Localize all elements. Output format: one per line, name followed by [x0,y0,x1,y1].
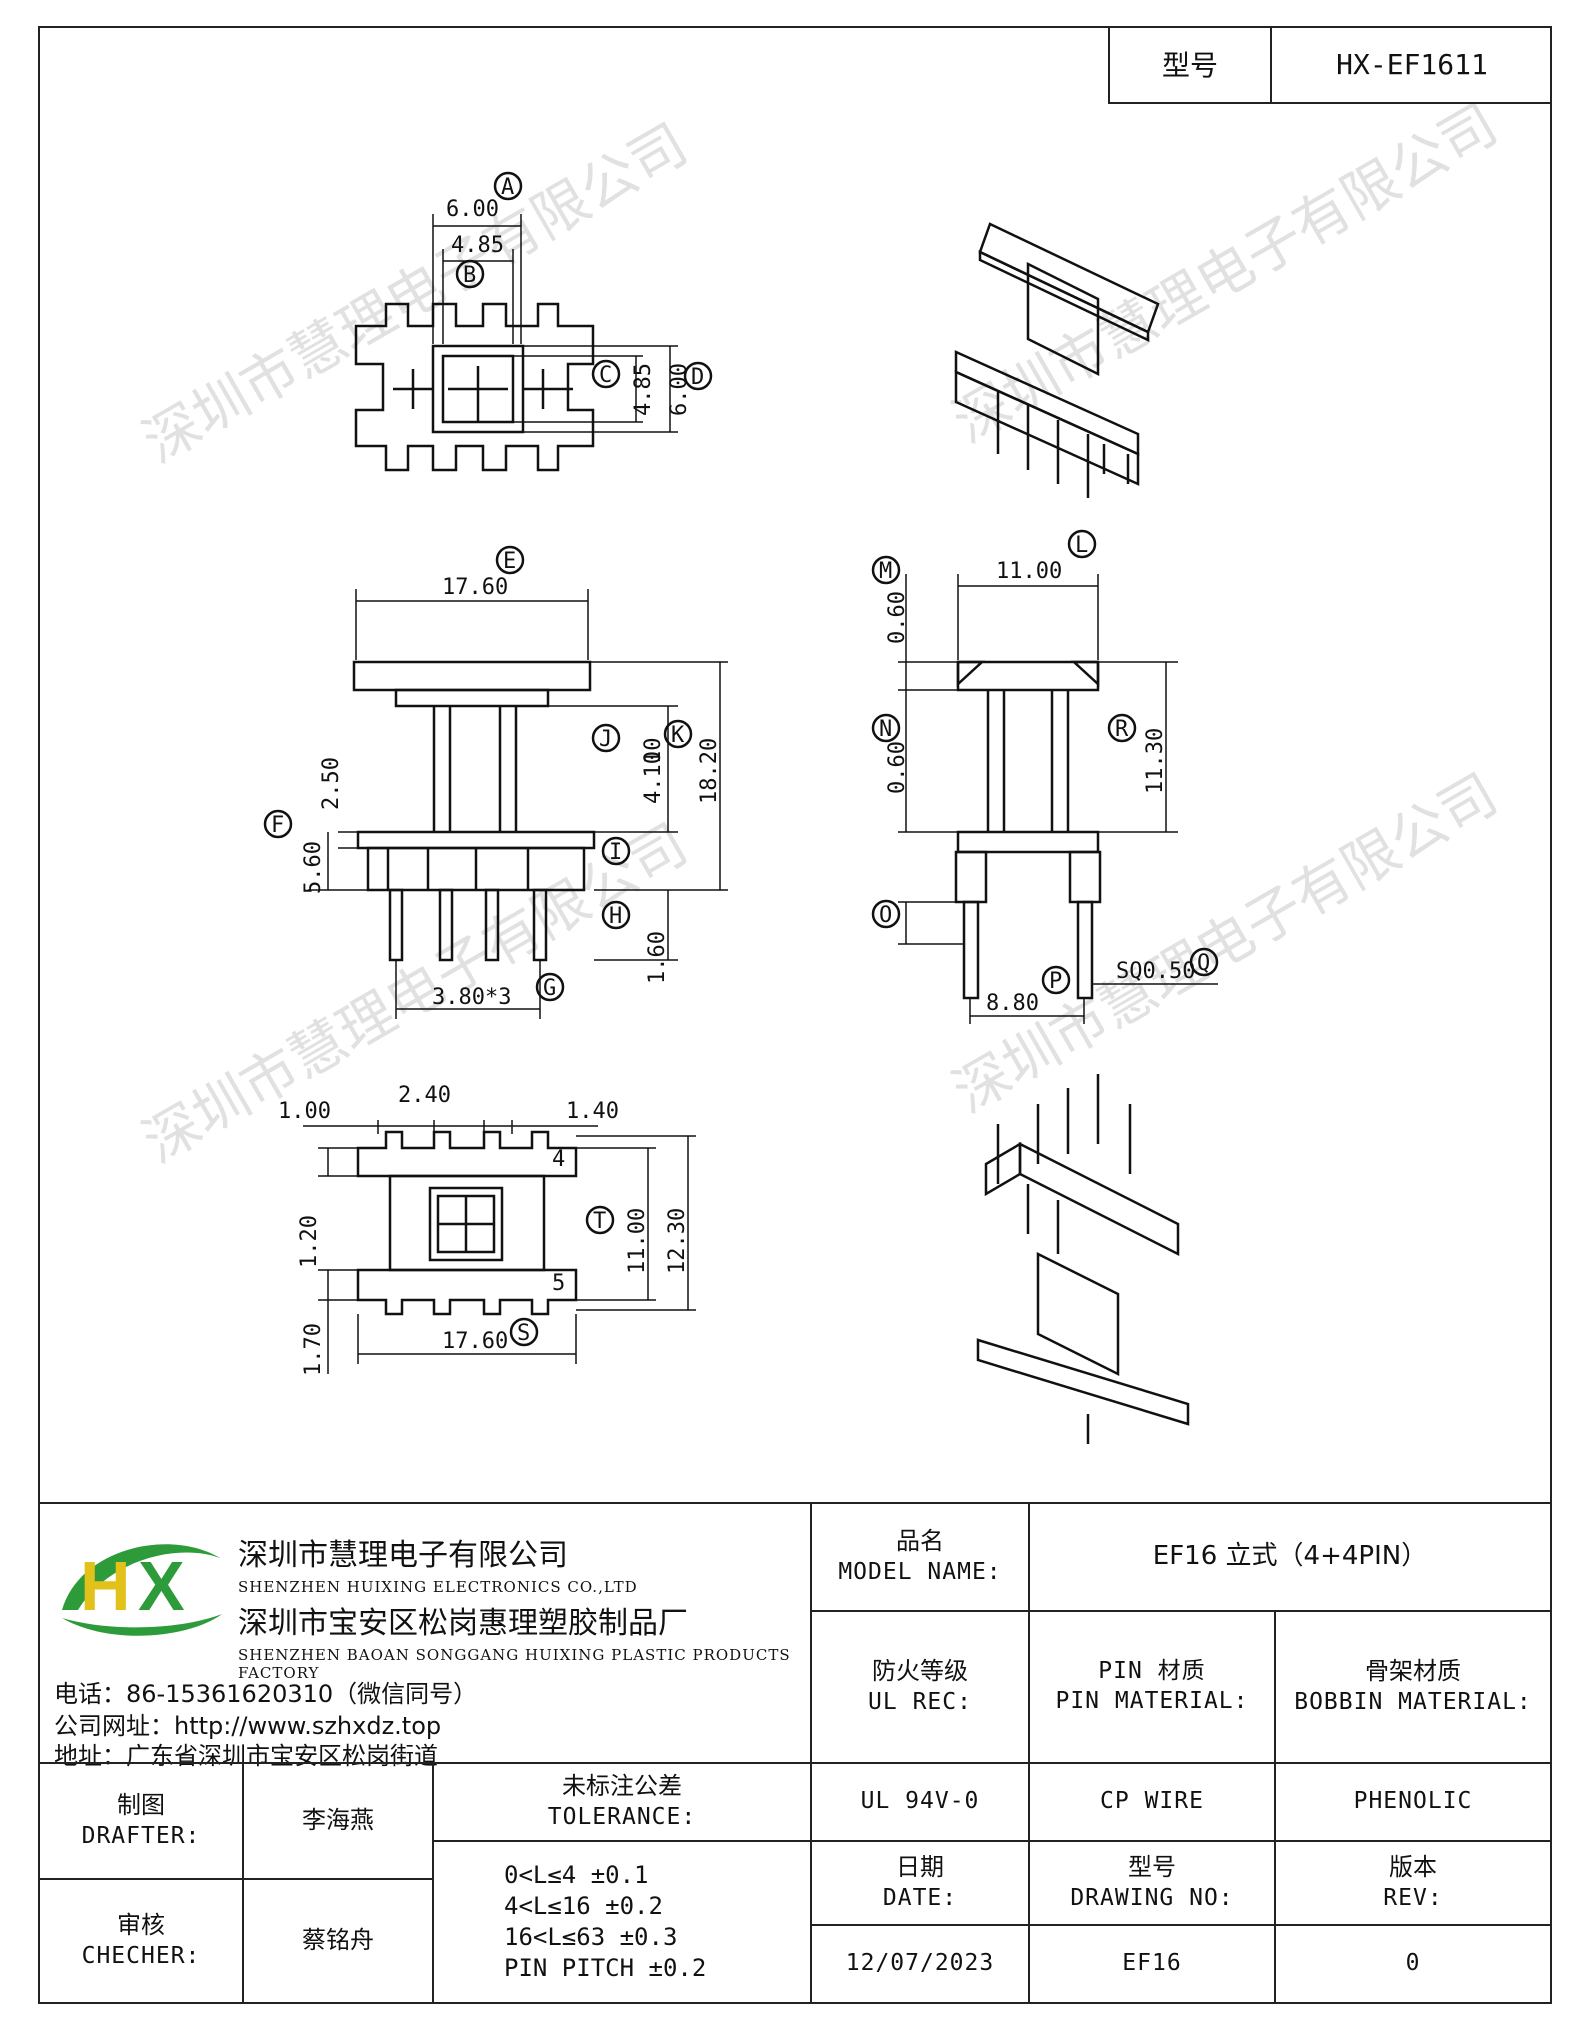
tolerance-line-3: 16<L≤63 ±0.3 [504,1923,678,1951]
company-name-en: SHENZHEN HUIXING ELECTRONICS CO.,LTD [238,1578,638,1596]
dim-front-inner: 4.10 [641,751,666,804]
watermark-4: 深圳市慧理电子有限公司 [943,762,1509,1126]
company-name-cn: 深圳市慧理电子有限公司 [238,1538,568,1573]
circle-label-B: B [463,263,476,288]
circle-label-D: D [691,365,704,390]
dimension-labels: 6.00 4.85 4.85 6.00 17.60 18.20 4.10 10 … [271,175,1210,1376]
circle-label-P: P [1049,969,1062,994]
company-website: 公司网址：http://www.szhxdz.top [54,1712,442,1740]
model-value: HX-EF1611 [1336,47,1488,81]
dim-side-mid: 0.60 [885,741,910,794]
svg-text:X: X [138,1547,185,1625]
dim-side-width: 11.00 [996,559,1062,584]
company-phone: 电话：86-15361620310（微信同号） [54,1680,478,1708]
front-view [263,545,728,1019]
pin-label-4: 4 [552,1147,565,1172]
circle-label-R: R [1115,717,1129,742]
bobbin-material-value: PHENOLIC [1274,1762,1552,1842]
circle-label-A: A [501,175,514,200]
circle-label-I: I [609,840,622,865]
dim-bottom-b: 2.40 [398,1083,451,1108]
dim-bottom-d: 1.20 [297,1215,322,1268]
dim-bottom-g: 1.70 [301,1323,326,1376]
circle-label-L: L [1075,533,1088,558]
circle-label-N: N [879,717,892,742]
isometric-view-top [954,222,1160,498]
dim-side-height: 11.30 [1143,728,1168,794]
circle-label-K: K [671,723,685,748]
dim-side-sq: SQ0.50 [1116,959,1195,984]
circle-label-C: C [599,363,612,388]
company-logo: H X [62,1544,222,1636]
model-name-value: EF16 立式（4+4PIN） [1028,1502,1552,1612]
circle-label-F: F [271,813,284,838]
dim-bottom-c: 1.40 [566,1099,619,1124]
ul-value: UL 94V-0 [810,1762,1030,1842]
dim-bottom-a: 1.00 [278,1099,331,1124]
dim-top-w-outer: 6.00 [446,197,499,222]
circle-label-O: O [879,903,892,928]
rev-value: 0 [1274,1924,1552,2004]
tolerance-line-2: 4<L≤16 ±0.2 [504,1891,663,1920]
svg-text:H: H [80,1547,131,1625]
tolerance-values: 0<L≤4 ±0.1 4<L≤16 ±0.2 16<L≤63 ±0.3 PIN … [432,1840,812,2004]
circle-label-H: H [609,904,622,929]
dim-side-top: 0.60 [885,591,910,644]
factory-name-cn: 深圳市宝安区松岗惠理塑胶制品厂 [238,1606,688,1641]
dim-side-pin-span: 8.80 [986,991,1039,1016]
technical-drawing: 深圳市慧理电子有限公司 深圳市慧理电子有限公司 深圳市慧理电子有限公司 深圳市慧… [133,104,1509,1444]
circle-label-Q: Q [1197,951,1210,976]
circle-label-J: J [599,727,612,752]
drawing-no-value: EF16 [1028,1924,1276,2004]
checker-value: 蔡铭舟 [242,1878,434,2004]
isometric-view-bottom [976,1074,1190,1444]
bottom-view [303,1120,696,1374]
company-address: 地址：广东省深圳市宝安区松岗街道 [54,1742,438,1770]
dim-bottom-width: 17.60 [442,1329,508,1354]
circle-label-E: E [503,549,516,574]
dim-top-w-inner: 4.85 [451,233,504,258]
date-value: 12/07/2023 [810,1924,1030,2004]
company-info: H X 深圳市慧理电子有限公司 SHENZHEN HUIXING ELECTRO… [38,1502,812,1770]
tolerance-line-1: 0<L≤4 ±0.1 [504,1860,649,1889]
dim-bottom-f: 12.30 [665,1208,690,1274]
watermarks: 深圳市慧理电子有限公司 深圳市慧理电子有限公司 深圳市慧理电子有限公司 深圳市慧… [133,104,1509,1176]
pin-label-5: 5 [552,1271,565,1296]
drafter-value: 李海燕 [242,1762,434,1880]
dim-top-h-inner: 4.85 [631,363,656,416]
circle-label-G: G [543,976,556,1001]
top-view [354,171,713,472]
circle-label-M: M [879,559,892,584]
side-view [871,529,1219,1024]
tolerance-line-4: PIN PITCH ±0.2 [504,1954,707,1983]
circle-label-T: T [593,1209,606,1234]
pin-material-value: CP WIRE [1028,1762,1276,1842]
factory-name-en: SHENZHEN BAOAN SONGGANG HUIXING PLASTIC … [238,1646,791,1682]
dim-front-pin-len: 1.60 [645,931,670,984]
dim-front-pitch: 3.80*3 [432,985,511,1010]
dim-front-height: 18.20 [697,738,722,804]
dim-front-inner2: 10 [641,738,666,765]
dim-bottom-e: 11.00 [625,1208,650,1274]
model-label: 型号 [1110,26,1272,102]
dim-front-base: 5.60 [301,841,326,894]
circle-label-S: S [517,1321,530,1346]
dim-front-flange: 2.50 [319,757,344,810]
dim-top-h-outer: 6.00 [667,363,692,416]
model-header-box: 型号 HX-EF1611 [1108,26,1552,104]
dim-front-width: 17.60 [442,575,508,600]
title-block: H X 深圳市慧理电子有限公司 SHENZHEN HUIXING ELECTRO… [38,1502,1552,2004]
